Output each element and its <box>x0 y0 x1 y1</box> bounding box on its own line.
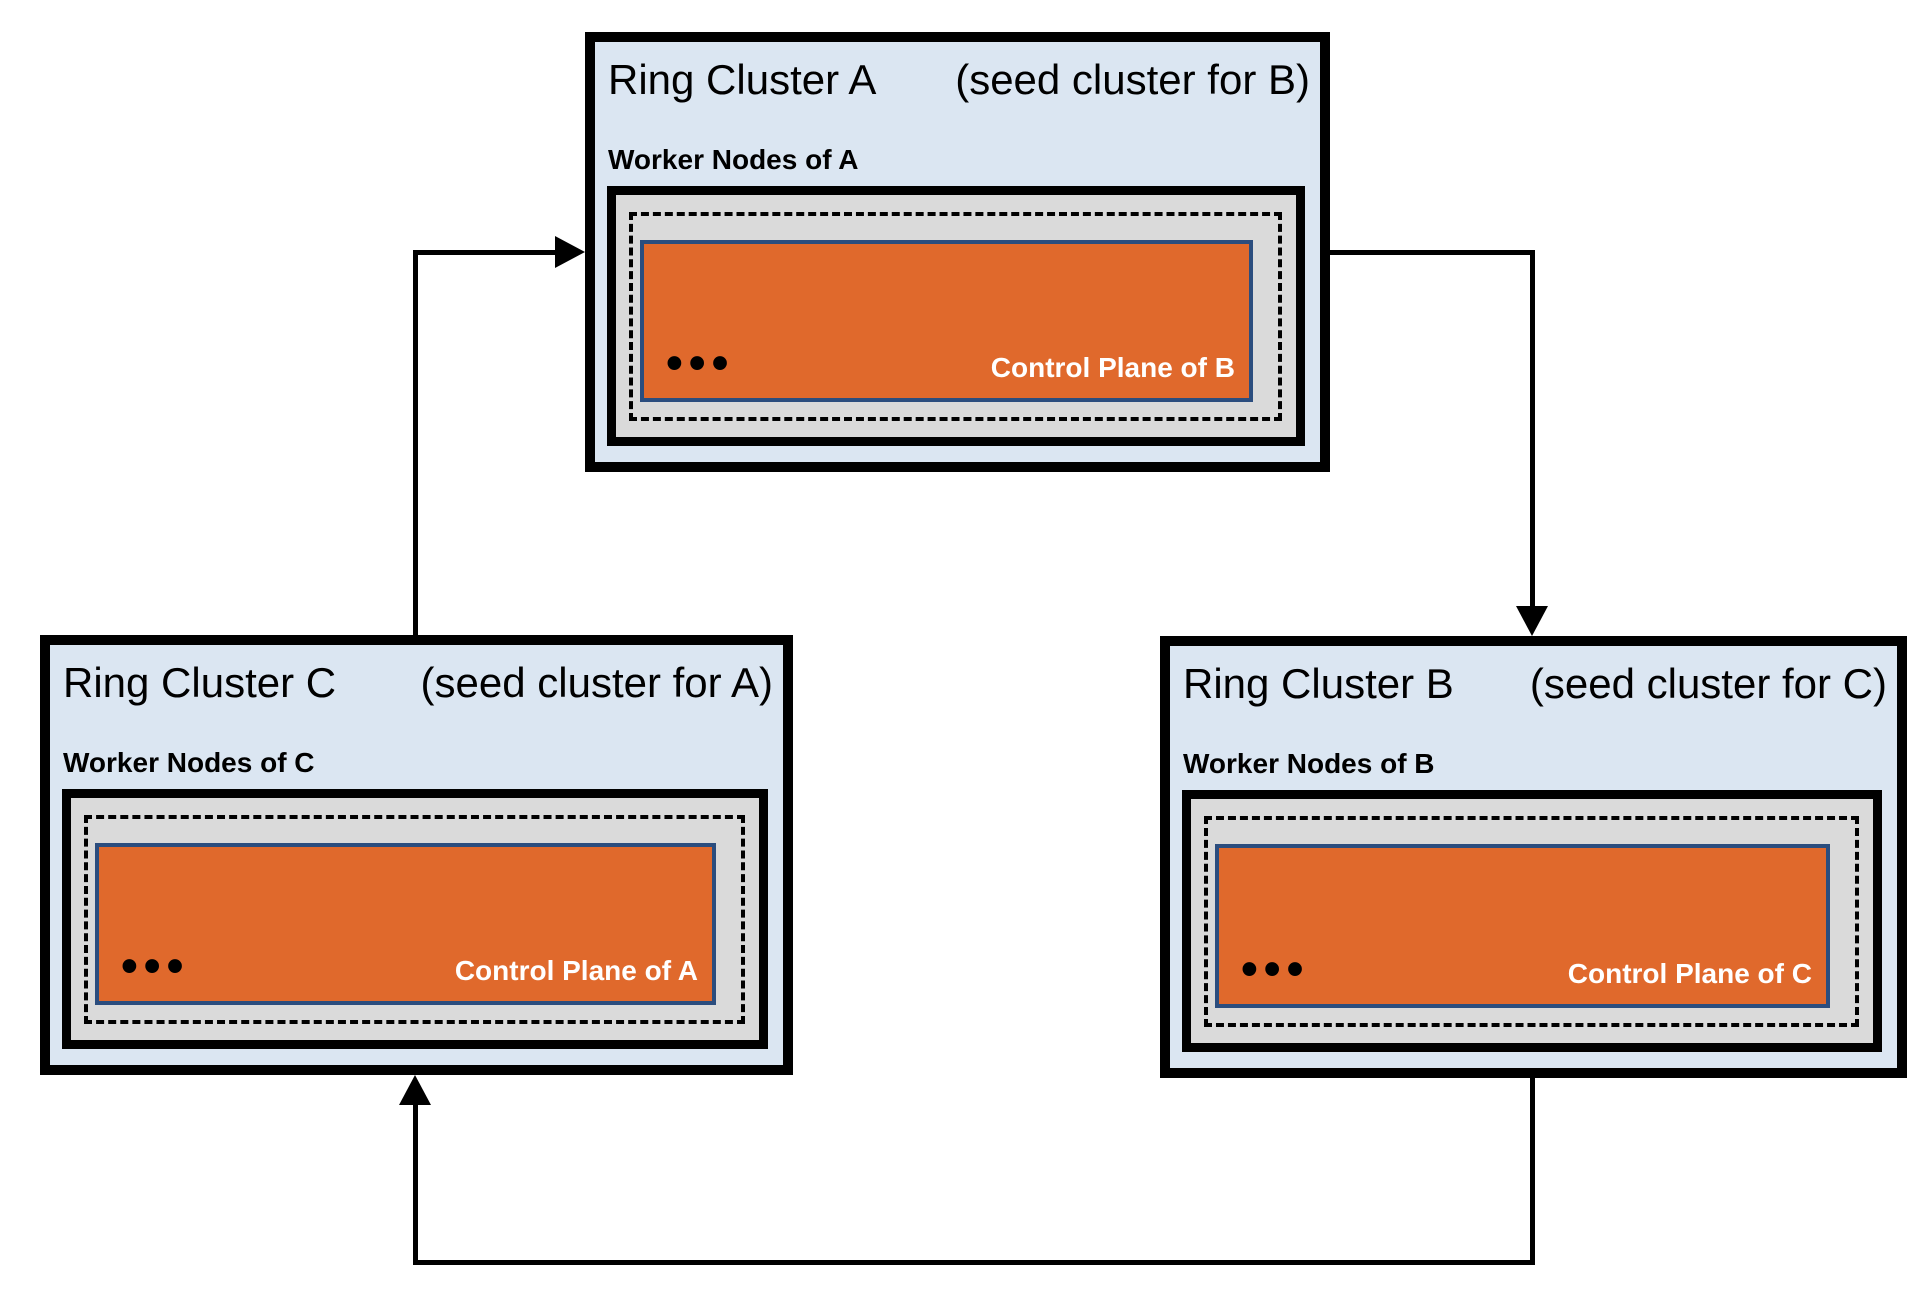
connector-c-to-a-horizontal-line <box>413 250 556 255</box>
connector-b-to-c-vertical-line-left <box>413 1105 418 1265</box>
cluster-b-control-plane-label: Control Plane of C <box>1567 958 1812 989</box>
cluster-a-control-plane-label: Control Plane of B <box>990 352 1235 383</box>
cluster-c-control-plane-box: ••• Control Plane of A <box>95 843 716 1005</box>
connector-b-to-c-vertical-line-right <box>1530 1078 1535 1265</box>
cluster-b-box: Ring Cluster B (seed cluster for C) Work… <box>1160 636 1907 1078</box>
cluster-a-name: Ring Cluster A <box>608 56 877 103</box>
cluster-b-title-row: Ring Cluster B (seed cluster for C) <box>1183 660 1887 708</box>
connector-b-to-c-horizontal-line <box>413 1260 1535 1265</box>
arrowhead-into-cluster-a-icon <box>555 236 585 268</box>
arrowhead-into-cluster-b-icon <box>1516 606 1548 636</box>
cluster-a-control-plane-box: ••• Control Plane of B <box>640 240 1253 402</box>
cluster-c-control-plane-label: Control Plane of A <box>454 955 698 986</box>
cluster-c-name: Ring Cluster C <box>63 659 337 706</box>
arrowhead-into-cluster-c-icon <box>399 1075 431 1105</box>
cluster-a-seed-note: (seed cluster for B) <box>955 56 1310 103</box>
cluster-c-box: Ring Cluster C (seed cluster for A) Work… <box>40 635 793 1075</box>
cluster-a-worker-nodes-box: ••• Control Plane of B <box>607 186 1305 446</box>
cluster-b-worker-nodes-label: Worker Nodes of B <box>1183 748 1435 779</box>
cluster-b-seed-note: (seed cluster for C) <box>1529 660 1887 707</box>
cluster-c-worker-nodes-box: ••• Control Plane of A <box>62 789 768 1049</box>
cluster-c-seed-note: (seed cluster for A) <box>420 659 773 706</box>
cluster-a-ellipsis-dots: ••• <box>666 337 735 390</box>
cluster-a-dashed-boundary: ••• Control Plane of B <box>629 212 1282 421</box>
connector-c-to-a-vertical-line <box>413 250 418 635</box>
connector-a-to-b-horizontal-line <box>1330 250 1535 255</box>
cluster-b-worker-nodes-box: ••• Control Plane of C <box>1182 790 1882 1052</box>
cluster-b-ellipsis-dots: ••• <box>1241 943 1310 996</box>
cluster-c-worker-nodes-label: Worker Nodes of C <box>63 747 315 778</box>
cluster-a-box: Ring Cluster A (seed cluster for B) Work… <box>585 32 1330 472</box>
cluster-a-title-row: Ring Cluster A (seed cluster for B) <box>608 56 1310 104</box>
cluster-b-dashed-boundary: ••• Control Plane of C <box>1204 816 1859 1027</box>
connector-a-to-b-vertical-line <box>1530 250 1535 606</box>
cluster-c-ellipsis-dots: ••• <box>121 940 190 993</box>
cluster-b-name: Ring Cluster B <box>1183 660 1454 707</box>
cluster-c-title-row: Ring Cluster C (seed cluster for A) <box>63 659 773 707</box>
cluster-a-worker-nodes-label: Worker Nodes of A <box>608 144 859 175</box>
cluster-c-dashed-boundary: ••• Control Plane of A <box>84 815 745 1024</box>
cluster-b-control-plane-box: ••• Control Plane of C <box>1215 844 1830 1008</box>
